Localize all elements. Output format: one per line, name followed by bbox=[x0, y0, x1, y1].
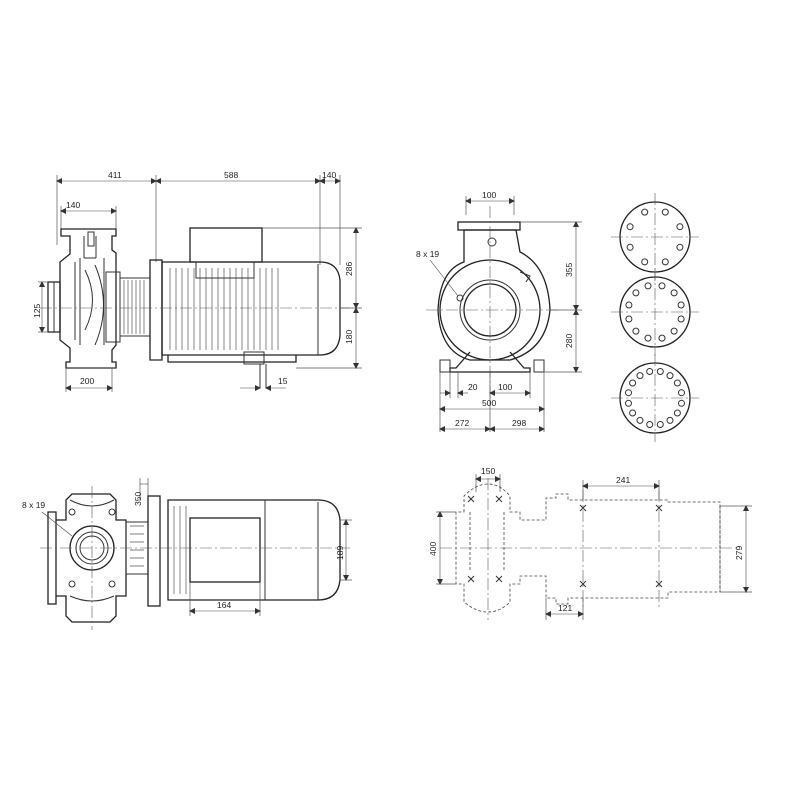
dim-286: 286 bbox=[344, 262, 354, 276]
dim-100-bottom: 100 bbox=[498, 382, 512, 392]
dim-180: 180 bbox=[344, 330, 354, 344]
bolt-hole bbox=[670, 327, 678, 335]
bolt-hole bbox=[641, 258, 649, 266]
flange-16-hole bbox=[611, 354, 699, 442]
bolt-hole bbox=[677, 301, 685, 309]
dim-588: 588 bbox=[224, 170, 238, 180]
bolt-hole bbox=[646, 421, 654, 428]
dim-20: 20 bbox=[468, 382, 478, 392]
bolt-hole bbox=[625, 389, 632, 397]
bolt-hole bbox=[644, 282, 652, 290]
flange-12-hole bbox=[611, 268, 699, 356]
flange-details bbox=[611, 193, 699, 442]
side-view: 411 588 140 140 bbox=[32, 170, 362, 392]
bolt-hole bbox=[656, 421, 664, 428]
hole-note-front: 8 x 19 bbox=[416, 249, 439, 259]
bolt-hole bbox=[678, 399, 685, 407]
bolt-hole bbox=[661, 208, 669, 216]
bolt-hole bbox=[656, 368, 664, 375]
bolt-hole bbox=[677, 315, 685, 323]
dim-272: 272 bbox=[455, 418, 469, 428]
dim-280: 280 bbox=[564, 334, 574, 348]
bolt-hole bbox=[658, 282, 666, 290]
bolt-hole bbox=[666, 416, 674, 424]
bolt-hole bbox=[636, 416, 644, 424]
dim-298: 298 bbox=[512, 418, 526, 428]
dim-400: 400 bbox=[428, 542, 438, 556]
dim-100-top: 100 bbox=[482, 190, 496, 200]
bolt-hole bbox=[673, 379, 681, 387]
bolt-hole bbox=[625, 315, 633, 323]
bolt-hole bbox=[626, 243, 634, 251]
dim-350: 350 bbox=[133, 492, 143, 506]
bolt-hole bbox=[661, 258, 669, 266]
dim-241: 241 bbox=[616, 475, 630, 485]
flange-8-hole bbox=[611, 193, 699, 281]
dim-15: 15 bbox=[278, 376, 288, 386]
dim-140-flange: 140 bbox=[66, 200, 80, 210]
bolt-hole bbox=[629, 379, 637, 387]
bolt-hole bbox=[673, 409, 681, 417]
bolt-hole bbox=[632, 289, 640, 297]
bolt-hole bbox=[636, 372, 644, 380]
bolt-hole bbox=[658, 334, 666, 342]
dim-189: 189 bbox=[335, 546, 345, 560]
bolt-hole bbox=[625, 399, 632, 407]
dim-140-top: 140 bbox=[322, 170, 336, 180]
front-view: 100 8 x 19 355 280 bbox=[416, 190, 582, 432]
bolt-hole bbox=[629, 409, 637, 417]
bolt-hole bbox=[676, 243, 684, 251]
bolt-hole bbox=[670, 289, 678, 297]
dim-200: 200 bbox=[80, 376, 94, 386]
dim-125: 125 bbox=[32, 304, 42, 318]
top-view: 350 8 x 19 189 164 bbox=[22, 478, 352, 630]
hole-note-top: 8 x 19 bbox=[22, 500, 45, 510]
bolt-hole bbox=[666, 372, 674, 380]
dim-355: 355 bbox=[564, 263, 574, 277]
bolt-hole bbox=[644, 334, 652, 342]
bolt-hole bbox=[626, 223, 634, 231]
dim-164: 164 bbox=[217, 600, 231, 610]
bolt-hole bbox=[676, 223, 684, 231]
dim-150: 150 bbox=[481, 466, 495, 476]
bolt-hole bbox=[641, 208, 649, 216]
bolt-hole bbox=[632, 327, 640, 335]
dim-500: 500 bbox=[482, 398, 496, 408]
bolt-hole bbox=[646, 368, 654, 375]
dim-411: 411 bbox=[108, 170, 122, 180]
dim-279: 279 bbox=[734, 546, 744, 560]
dim-121: 121 bbox=[558, 603, 572, 613]
bolt-hole bbox=[625, 301, 633, 309]
foundation-view: 150 241 400 279 bbox=[428, 466, 752, 620]
bolt-hole bbox=[678, 389, 685, 397]
